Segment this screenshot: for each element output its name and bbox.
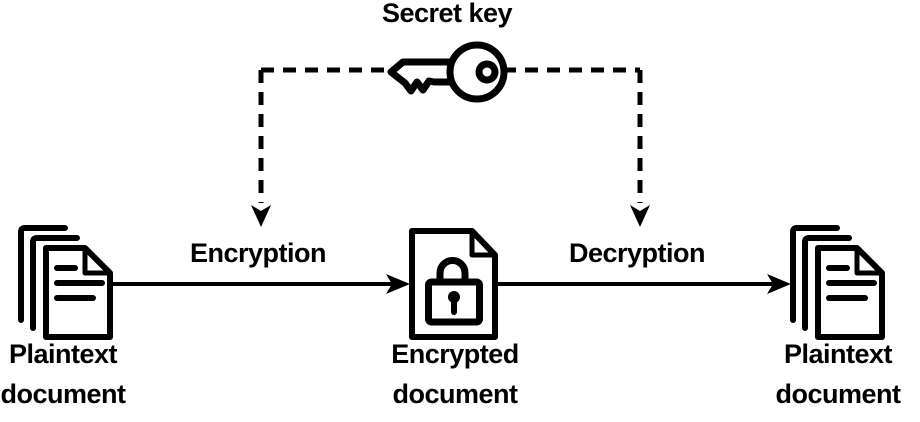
back-page-outer — [790, 225, 840, 323]
encrypted-document-label: Encrypted document — [345, 334, 565, 414]
arrowhead-right-encryption-icon — [386, 274, 410, 294]
back-page-inner — [802, 235, 852, 331]
lock-icon — [425, 257, 483, 326]
front-page — [43, 245, 113, 340]
text-lines — [54, 265, 105, 301]
key-icon — [387, 41, 508, 103]
label-line: document — [392, 379, 518, 409]
back-page-outer — [18, 225, 68, 323]
label-line: document — [0, 379, 126, 409]
folded-corner — [854, 248, 882, 276]
label-line: Plaintext — [783, 339, 893, 369]
plaintext-right-label: Plaintext document — [728, 334, 920, 414]
arrowhead-down-left-icon — [251, 205, 271, 227]
plaintext-left-label: Plaintext document — [0, 334, 173, 414]
lock-shackle — [436, 257, 469, 284]
front-page — [815, 245, 885, 340]
locked-document-icon — [409, 228, 498, 340]
secret-key-title: Secret key — [381, 0, 513, 28]
folded-corner — [469, 231, 495, 258]
label-line: Encrypted — [391, 339, 519, 369]
document-stack-icon — [18, 225, 113, 340]
document-stack-icon — [790, 225, 885, 340]
encryption-step-label: Encryption — [189, 238, 327, 268]
arrowhead-right-decryption-icon — [767, 274, 791, 294]
secret-key-dashed-connector — [258, 67, 643, 203]
label-line: document — [775, 379, 901, 409]
folded-corner — [82, 248, 110, 276]
decryption-step-label: Decryption — [568, 238, 706, 268]
text-lines — [826, 265, 877, 301]
arrowhead-down-right-icon — [630, 205, 650, 227]
back-page-inner — [30, 235, 80, 331]
label-line: Plaintext — [8, 339, 118, 369]
